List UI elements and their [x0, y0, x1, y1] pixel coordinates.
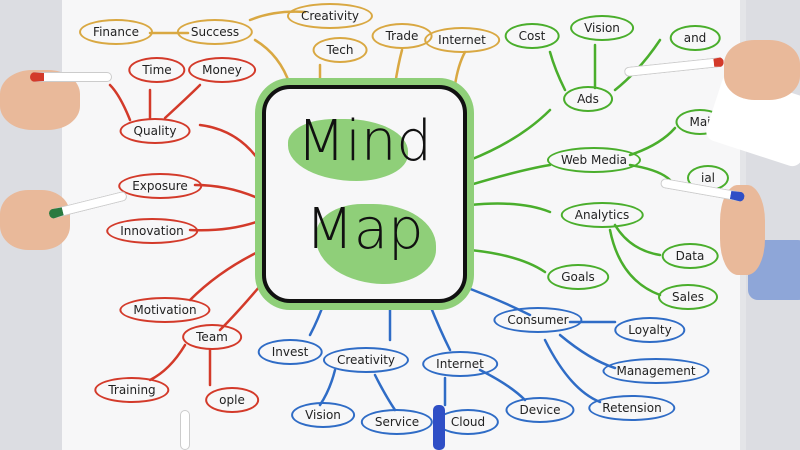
node-tech: Tech [312, 37, 368, 63]
blue-marker-bottom [433, 405, 445, 450]
node-money: Money [188, 57, 256, 83]
node-device: Device [505, 397, 575, 423]
node-web-media: Web Media [546, 147, 642, 173]
node-training: Training [94, 377, 170, 403]
node-time: Time [128, 57, 186, 83]
node-team: Team [182, 324, 242, 350]
node-service: Service [360, 409, 434, 435]
node-invest: Invest [257, 339, 323, 365]
node-loyalty: Loyalty [614, 317, 686, 343]
node-ads: Ads [563, 86, 613, 112]
node-exposure: Exposure [118, 173, 202, 199]
hand-right-top [724, 40, 800, 100]
node-management: Management [602, 358, 710, 384]
node-consumer: Consumer [493, 307, 583, 333]
node-creativity-blue: Creativity [322, 347, 410, 373]
node-trade: Trade [371, 23, 433, 49]
node-analytics: Analytics [560, 202, 644, 228]
node-goals: Goals [547, 264, 609, 290]
node-success: Success [176, 19, 254, 45]
node-retension: Retension [588, 395, 676, 421]
hand-left-middle [0, 190, 70, 250]
node-finance: Finance [79, 19, 153, 45]
node-sales: Sales [658, 284, 718, 310]
node-internet-blue: Internet [422, 351, 498, 377]
red-marker-left [30, 72, 112, 82]
node-quality: Quality [119, 118, 191, 144]
node-motivation: Motivation [119, 297, 211, 323]
node-cost: Cost [504, 23, 560, 49]
node-people: ople [205, 387, 259, 413]
center-line1: Mind [297, 109, 432, 174]
center-line2: Map [305, 197, 424, 262]
node-data: Data [661, 243, 719, 269]
node-creativity: Creativity [286, 3, 374, 29]
node-brand: and [669, 25, 721, 51]
node-innovation: Innovation [106, 218, 198, 244]
node-cloud: Cloud [436, 409, 500, 435]
node-vision: Vision [570, 15, 634, 41]
central-topic: Mind Map [262, 85, 467, 303]
node-internet: Internet [424, 27, 500, 53]
black-marker [180, 410, 190, 450]
node-vision-blue: Vision [291, 402, 355, 428]
